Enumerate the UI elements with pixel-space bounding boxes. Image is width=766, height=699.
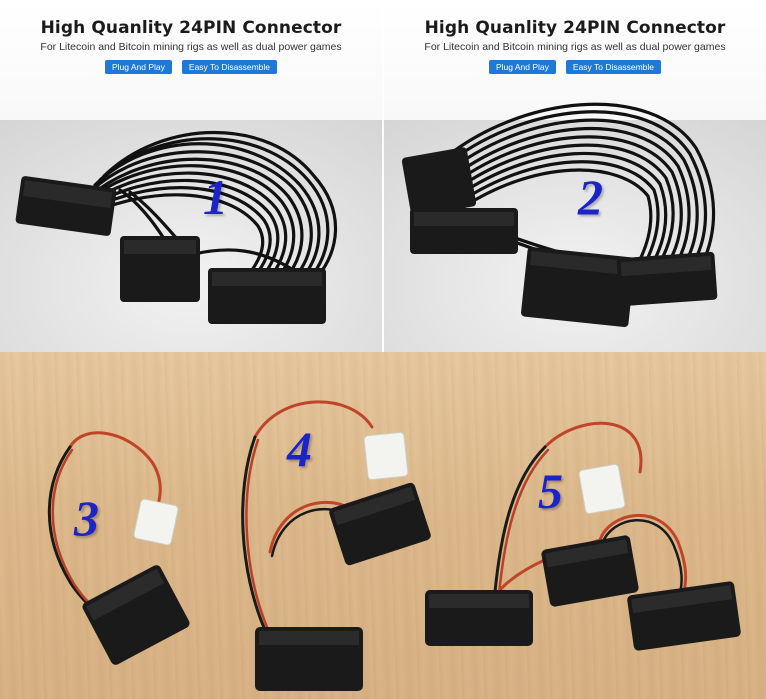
badge-easy-disassemble: Easy To Disassemble — [565, 60, 662, 74]
panel-title: High Quanlity 24PIN Connector — [40, 18, 342, 38]
atx-connector-4a — [329, 482, 431, 566]
connector-left — [410, 208, 518, 254]
panel-title: High Quanlity 24PIN Connector — [424, 18, 726, 38]
variant-number-5: 5 — [538, 463, 563, 519]
atx-connector-3 — [82, 565, 190, 665]
variant-number-4: 4 — [287, 421, 312, 477]
badge-plug-and-play: Plug And Play — [104, 60, 172, 74]
connector-middle — [120, 236, 200, 302]
panel-variant-2: High Quanlity 24PIN Connector For Liteco… — [384, 0, 766, 352]
connector-left — [15, 176, 117, 236]
panel-subtitle: For Litecoin and Bitcoin mining rigs as … — [40, 41, 342, 53]
atx-connector-5c — [627, 581, 741, 651]
molex-connector-5 — [578, 463, 626, 515]
connector-right — [208, 268, 326, 324]
variant-number: 2 — [578, 169, 603, 225]
atx-connector-5a — [541, 535, 639, 607]
wood-table-cables — [47, 400, 741, 691]
variant-number-3: 3 — [74, 490, 99, 546]
atx-connector-4b — [255, 627, 363, 691]
molex-connector-3 — [133, 498, 179, 546]
atx-connector-5b — [425, 590, 533, 646]
cable-illustration-1 — [15, 131, 338, 324]
feature-badges: Plug And Play Easy To Disassemble — [384, 60, 766, 74]
variant-number: 1 — [203, 169, 228, 225]
panel-variants-3-4-5: 3 4 5 — [0, 352, 766, 699]
panel-variant-1: High Quanlity 24PIN Connector For Liteco… — [0, 0, 382, 352]
connector-right — [616, 251, 718, 307]
badge-plug-and-play: Plug And Play — [488, 60, 556, 74]
connector-top-left — [401, 147, 477, 217]
connector-middle — [521, 246, 635, 328]
cable-illustration-2 — [401, 102, 718, 328]
feature-badges: Plug And Play Easy To Disassemble — [0, 60, 382, 74]
panel-subtitle: For Litecoin and Bitcoin mining rigs as … — [424, 41, 726, 53]
molex-connector-4 — [363, 431, 409, 481]
badge-easy-disassemble: Easy To Disassemble — [181, 60, 278, 74]
